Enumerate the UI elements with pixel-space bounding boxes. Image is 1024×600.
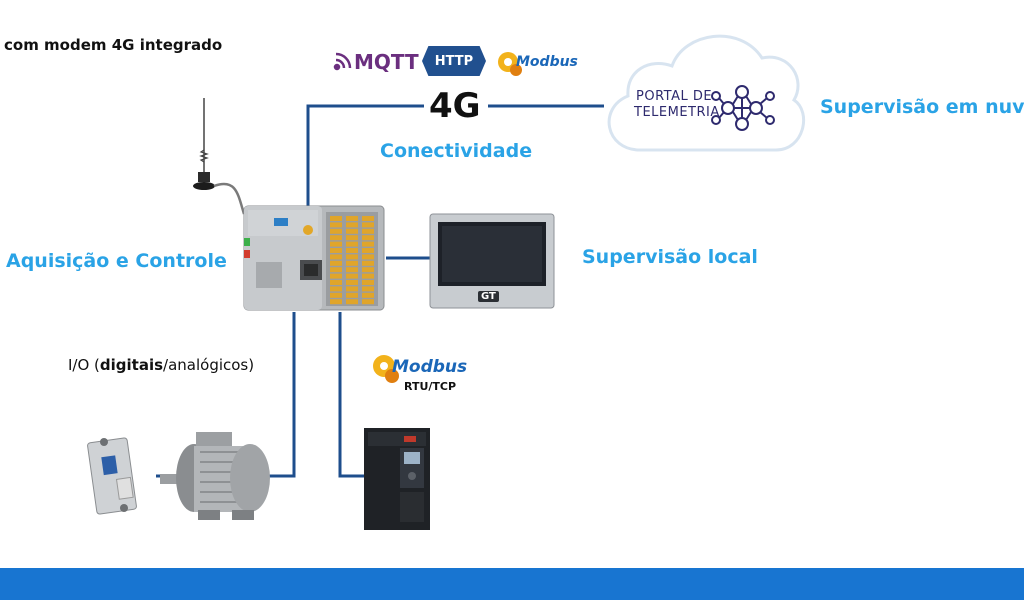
terminal-pin xyxy=(362,267,374,273)
io-label: I/O (digitais/analógicos) xyxy=(68,356,254,374)
connection-lines xyxy=(156,104,604,478)
portal-line1: PORTAL DE xyxy=(636,89,713,104)
terminal-pin xyxy=(362,254,374,260)
terminal-pin xyxy=(362,228,374,234)
terminal-pin xyxy=(330,248,342,253)
terminal-pin xyxy=(330,273,342,279)
motor-device xyxy=(160,432,270,520)
cloud-supervision-label: Supervisão em nuve xyxy=(820,96,1024,118)
terminal-pin xyxy=(346,228,358,234)
connectivity-label: Conectividade xyxy=(380,140,533,162)
terminal-pin xyxy=(346,216,358,221)
terminal-pin xyxy=(330,216,342,221)
terminal-pin xyxy=(346,241,358,247)
terminal-pin xyxy=(330,222,342,228)
terminal-pin xyxy=(362,280,374,285)
terminal-pin xyxy=(330,235,342,241)
terminal-pin xyxy=(346,254,358,260)
mqtt-label: MQTT xyxy=(354,50,419,74)
cloud-shape xyxy=(607,34,806,152)
terminal-pin xyxy=(362,273,374,279)
terminal-pin xyxy=(362,260,374,266)
terminal-pin xyxy=(346,260,358,266)
io-label-prefix: I/O ( xyxy=(68,356,100,374)
drive-device xyxy=(364,428,430,530)
four-g-label: 4G xyxy=(429,86,481,126)
http-badge: HTTP xyxy=(422,46,486,76)
modbus-gear-icon-bottom xyxy=(373,355,399,383)
terminal-pin xyxy=(362,235,374,241)
terminal-pin xyxy=(330,299,342,305)
local-supervision-label: Supervisão local xyxy=(582,246,758,268)
terminal-pin xyxy=(346,286,358,292)
terminal-pin xyxy=(362,222,374,228)
terminal-pin xyxy=(346,273,358,279)
terminal-pin xyxy=(330,267,342,273)
terminal-pin xyxy=(362,241,374,247)
terminal-pin xyxy=(330,228,342,234)
portal-line2: TELEMETRIA xyxy=(634,105,720,120)
terminal-pin xyxy=(346,267,358,273)
terminal-pin xyxy=(362,286,374,292)
terminal-pin xyxy=(346,248,358,253)
sensor-device xyxy=(87,437,137,515)
terminal-pin xyxy=(330,280,342,285)
http-label: HTTP xyxy=(434,53,474,69)
terminal-pin xyxy=(330,254,342,260)
terminal-pin xyxy=(362,216,374,221)
modbus-gear-icon-top xyxy=(498,52,522,76)
modbus-label-bottom: Modbus xyxy=(392,357,468,377)
mqtt-signal-icon xyxy=(333,52,352,71)
terminal-pin xyxy=(330,292,342,298)
acquisition-label: Aquisição e Controle xyxy=(6,250,227,272)
link-controller-to-4g xyxy=(306,104,424,208)
terminal-pin xyxy=(362,248,374,253)
network-node-icon xyxy=(711,85,775,131)
terminal-pin xyxy=(346,222,358,228)
terminal-pin xyxy=(346,299,358,305)
terminal-pin xyxy=(330,286,342,292)
io-label-bold: digitais xyxy=(99,356,164,374)
antenna-icon xyxy=(193,98,246,215)
io-label-suffix: /analógicos) xyxy=(163,356,255,374)
link-controller-to-motor xyxy=(268,312,296,478)
terminal-pin xyxy=(362,292,374,298)
terminal-pin xyxy=(346,292,358,298)
hmi-panel xyxy=(429,213,555,309)
terminal-pin xyxy=(362,299,374,305)
modem-caption: com modem 4G integrado xyxy=(4,36,223,54)
terminal-pin xyxy=(330,241,342,247)
link-controller-to-drive xyxy=(338,312,364,478)
modbus-label-top: Modbus xyxy=(516,54,578,70)
terminal-pin xyxy=(346,235,358,241)
terminal-blocks xyxy=(330,216,374,305)
rtu-tcp-label: RTU/TCP xyxy=(404,380,457,393)
hmi-brand-logo: GT xyxy=(478,291,499,302)
bottom-bar xyxy=(0,568,1024,600)
terminal-pin xyxy=(346,280,358,285)
terminal-pin xyxy=(330,260,342,266)
